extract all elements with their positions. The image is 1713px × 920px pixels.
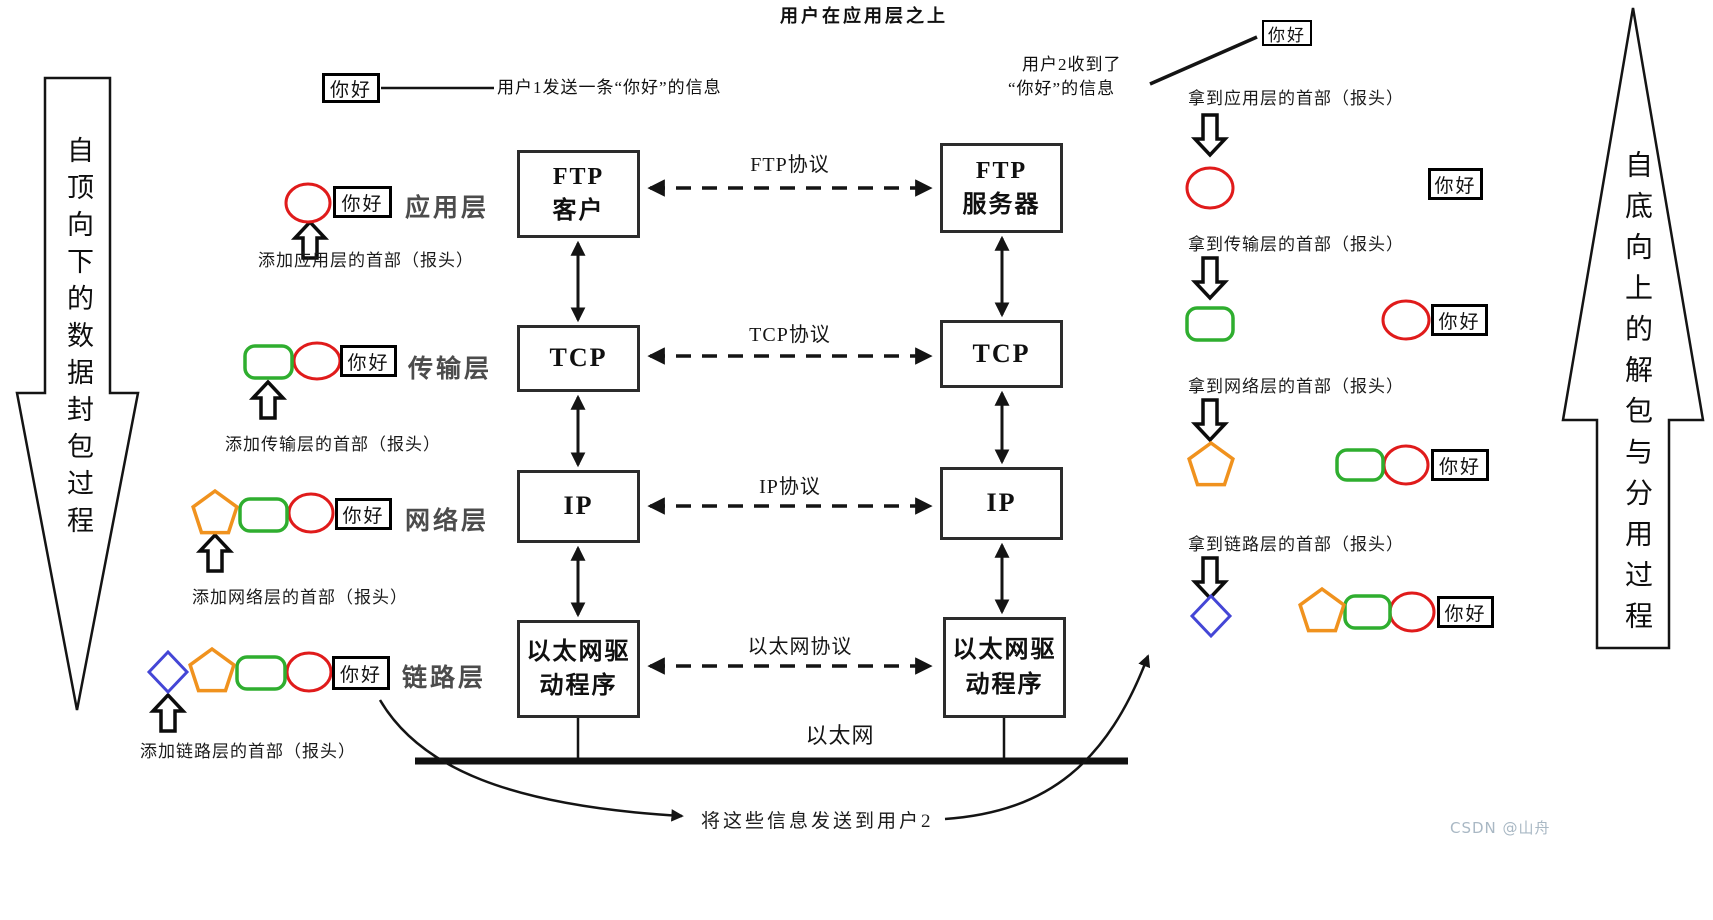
encapsulation-down-arrow [15, 76, 140, 711]
client-tcp-box: TCP [517, 325, 640, 392]
client-ip-label: IP [563, 491, 594, 521]
client-network-header-pentagon [191, 488, 239, 535]
client-link-header-pentagon [188, 646, 236, 693]
decapsulation-up-arrow [1561, 7, 1705, 650]
client-ethernet-driver-box: 以太网驱 动程序 [517, 620, 640, 718]
client-link-hello-box: 你好 [332, 656, 390, 690]
encapsulation-process-label: 自顶向下的数据封包过程 [63, 136, 93, 543]
server-ftp-line1: FTP [975, 157, 1028, 184]
get-network-down-arrow-icon [1190, 398, 1230, 443]
ip-protocol-label: IP协议 [759, 476, 821, 498]
add-network-up-arrow-icon [195, 532, 235, 573]
network-layer-label: 网络层 [405, 508, 490, 535]
get-transport-down-arrow-icon [1190, 256, 1230, 301]
user2-note-connector [1149, 35, 1258, 86]
client-network-message-ellipse [287, 492, 335, 534]
server-link-hello-text: 你好 [1444, 603, 1487, 625]
client-network-hello-box: 你好 [335, 498, 392, 530]
ethernet-protocol-label: 以太网协议 [747, 636, 853, 658]
send-to-user2-caption: 将这些信息发送到用户2 [701, 811, 934, 832]
server-ethernet-driver-line2: 动程序 [965, 671, 1044, 698]
transport-layer-label: 传输层 [408, 356, 493, 383]
server-link-message-ellipse [1388, 591, 1436, 633]
server-transport-hello-box: 你好 [1431, 304, 1488, 336]
server-link-hello-box: 你好 [1437, 596, 1494, 628]
client-tcp-label: TCP [549, 343, 608, 373]
client-ftp-line1: FTP [552, 163, 605, 190]
server-tcp-box: TCP [940, 320, 1063, 388]
client-transport-message-ellipse [292, 341, 342, 381]
add-link-header-caption: 添加链路层的首部（报头） [140, 742, 356, 761]
client-link-hello-text: 你好 [339, 664, 382, 686]
link-layer-label: 链路层 [402, 665, 487, 692]
client-ip-box: IP [517, 470, 640, 543]
add-app-up-arrow-icon [290, 219, 330, 260]
ftp-protocol-label: FTP协议 [750, 154, 830, 176]
server-ip-box: IP [940, 467, 1063, 540]
user2-note-line2: “你好”的信息 [1008, 79, 1116, 98]
client-app-hello-box: 你好 [333, 186, 392, 218]
add-link-up-arrow-icon [148, 692, 188, 733]
user1-note: 用户1发送一条“你好”的信息 [497, 78, 722, 97]
get-app-down-arrow-icon [1190, 113, 1230, 158]
server-ethernet-driver-box: 以太网驱 动程序 [943, 617, 1066, 718]
client-ethernet-driver-line2: 动程序 [539, 673, 618, 699]
server-transport-message-ellipse [1381, 299, 1431, 341]
user1-hello-text: 你好 [329, 79, 372, 101]
get-app-header-caption: 拿到应用层的首部（报头） [1188, 89, 1404, 108]
add-network-header-caption: 添加网络层的首部（报头） [192, 588, 408, 607]
send-curve-right [944, 654, 1151, 821]
get-link-header-caption: 拿到链路层的首部（报头） [1188, 535, 1404, 554]
server-transport-hello-text: 你好 [1438, 311, 1481, 333]
client-transport-hello-text: 你好 [347, 352, 390, 374]
server-network-hello-box: 你好 [1431, 449, 1489, 481]
client-transport-hello-box: 你好 [340, 345, 397, 377]
server-ip-label: IP [986, 488, 1017, 518]
client-ftp-box: FTP 客户 [517, 150, 640, 238]
client-network-header-rect [238, 497, 289, 533]
decapsulation-process-label: 自底向上的解包与分用过程 [1621, 150, 1652, 642]
get-transport-header-caption: 拿到传输层的首部（报头） [1188, 235, 1404, 254]
get-link-down-arrow-icon [1190, 556, 1230, 601]
client-link-header-diamond [146, 649, 190, 695]
client-link-header-rect [235, 655, 287, 691]
server-ethernet-driver-line1: 以太网驱 [952, 637, 1057, 664]
application-layer-label: 应用层 [405, 195, 490, 222]
add-transport-header-caption: 添加传输层的首部（报头） [225, 435, 441, 454]
page-title: 用户在应用层之上 [780, 6, 948, 26]
server-link-header-diamond [1189, 593, 1233, 639]
send-curve-left [378, 699, 684, 822]
server-link-header-rect [1343, 594, 1392, 630]
server-network-header-rect [1335, 448, 1385, 482]
client-ethernet-driver-line1: 以太网驱 [526, 638, 631, 665]
server-app-hello-text: 你好 [1434, 175, 1477, 197]
add-transport-up-arrow-icon [248, 379, 288, 420]
client-transport-header-rect [243, 344, 294, 380]
get-network-header-caption: 拿到网络层的首部（报头） [1188, 377, 1404, 396]
server-tcp-label: TCP [972, 338, 1031, 368]
server-network-hello-text: 你好 [1438, 456, 1481, 478]
user2-note-line1: 用户2收到了 [1022, 55, 1122, 74]
server-app-message-ellipse [1185, 166, 1235, 210]
user2-hello-text: 你好 [1268, 25, 1306, 45]
server-network-header-pentagon [1187, 440, 1235, 487]
csdn-watermark: CSDN @山舟 [1450, 819, 1551, 837]
client-app-hello-text: 你好 [341, 193, 384, 215]
user1-hello-box: 你好 [322, 73, 380, 103]
ethernet-lan-label: 以太网 [805, 723, 875, 748]
client-app-message-ellipse [284, 182, 332, 224]
server-ftp-box: FTP 服务器 [940, 143, 1063, 233]
user2-hello-box: 你好 [1262, 20, 1312, 46]
client-network-hello-text: 你好 [342, 505, 385, 527]
server-ftp-line2: 服务器 [962, 192, 1041, 218]
server-link-header-pentagon [1298, 586, 1346, 633]
client-ftp-line2: 客户 [552, 198, 605, 224]
server-app-hello-box: 你好 [1428, 168, 1483, 200]
add-app-header-caption: 添加应用层的首部（报头） [258, 251, 474, 270]
client-link-message-ellipse [285, 651, 333, 693]
server-network-message-ellipse [1382, 444, 1430, 486]
server-transport-header-rect [1185, 306, 1235, 342]
tcp-protocol-label: TCP协议 [749, 324, 831, 346]
